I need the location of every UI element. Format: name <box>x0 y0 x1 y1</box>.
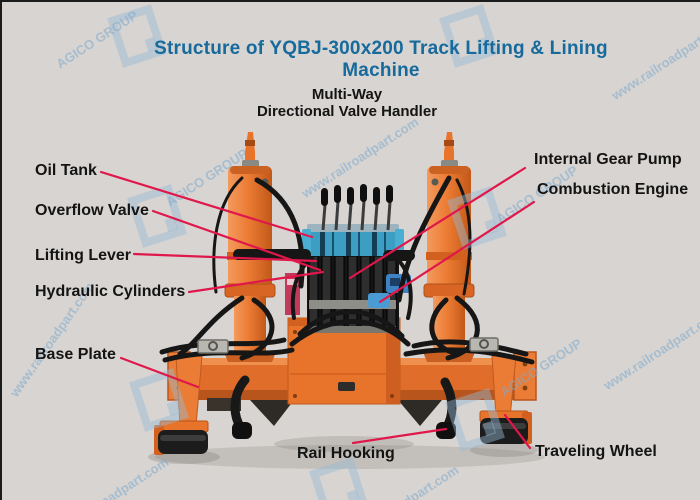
agico-logo-watermark <box>445 388 505 452</box>
label-hydraulic-cylinders: Hydraulic Cylinders <box>35 283 186 300</box>
brand-watermark: AGICO GROUP <box>497 335 585 400</box>
label-lifting-lever: Lifting Lever <box>35 247 132 264</box>
site-watermark: www.railroadpart.com <box>645 466 700 500</box>
base-plate-beam <box>167 351 537 426</box>
label-base-plate: Base Plate <box>35 346 116 363</box>
label-overflow-valve: Overflow Valve <box>35 202 149 219</box>
leader-line-rail-hooking <box>351 427 448 445</box>
site-watermark: www.railroadpart.com <box>339 462 461 500</box>
label-traveling-wheel: Traveling Wheel <box>535 443 657 460</box>
site-watermark: www.railroadpart.com <box>298 114 422 201</box>
leader-line-hydraulic-cylinders <box>187 270 325 294</box>
traveling-wheel-right <box>479 355 532 444</box>
diagram-title: Structure of YQBJ-300x200 Track Lifting … <box>154 38 608 81</box>
gear-pump-and-engine-parts <box>285 273 411 315</box>
label-valve-handler: Multi-Way Directional Valve Handler <box>227 86 467 120</box>
label-valve-handler-line1: Multi-Way <box>311 86 383 103</box>
rail-hook-right <box>436 377 457 439</box>
leader-line-internal-gear-pump <box>348 166 527 280</box>
label-combustion-engine: Combustion Engine <box>537 181 689 198</box>
agico-logo-watermark <box>129 368 189 432</box>
leader-line-base-plate <box>119 356 200 389</box>
site-watermark: www.railroadpart.com <box>48 454 172 500</box>
leader-line-lifting-lever <box>132 252 318 263</box>
metal-clamps <box>197 337 499 354</box>
agico-logo-watermark <box>309 457 369 500</box>
label-oil-tank: Oil Tank <box>35 162 97 179</box>
leader-line-combustion-engine <box>378 200 536 304</box>
hydraulic-cylinder-left <box>224 132 276 362</box>
label-internal-gear-pump: Internal Gear Pump <box>534 151 682 168</box>
valve-handlers <box>321 184 393 231</box>
leader-line-traveling-wheel <box>503 413 532 450</box>
agico-logo-watermark <box>447 186 507 250</box>
leader-line-overflow-valve <box>151 209 322 272</box>
label-valve-handler-line2: Directional Valve Handler <box>256 103 438 120</box>
rail-hook-left <box>230 375 252 439</box>
valve-bank <box>302 224 404 333</box>
site-watermark: www.railroadpart.com <box>600 306 700 393</box>
traveling-wheel-left <box>154 355 209 455</box>
label-rail-hooking: Rail Hooking <box>297 445 395 462</box>
lifting-lever-bar <box>233 249 415 261</box>
hydraulic-hoses <box>159 175 535 365</box>
engine-box <box>287 317 401 405</box>
brand-watermark: AGICO GROUP <box>163 145 251 210</box>
hydraulic-cylinder-right <box>423 132 475 362</box>
